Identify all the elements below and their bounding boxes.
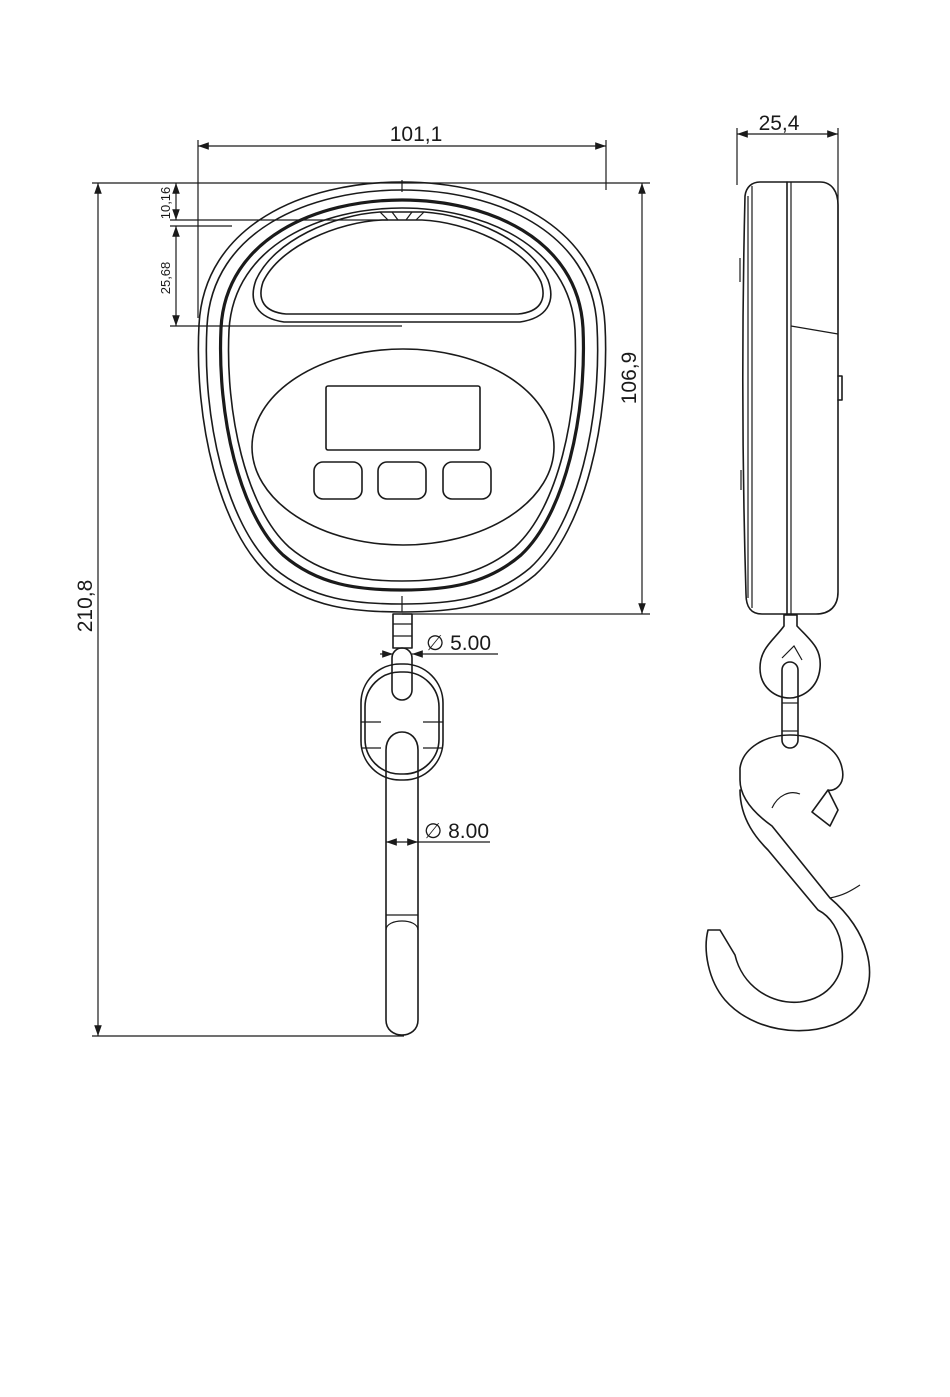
lcd-screen [326, 386, 480, 450]
dim-width-front: 101,1 [390, 123, 443, 146]
dim-width-side: 25,4 [759, 112, 800, 135]
side-view [706, 182, 869, 1031]
dim-height-body: 106,9 [618, 352, 641, 405]
handle-cutout [253, 212, 551, 322]
display-panel [252, 349, 554, 545]
button-center [378, 462, 426, 499]
dim-diameter-large: ∅ 8.00 [424, 820, 489, 843]
hook-stem [393, 614, 412, 648]
side-hook [706, 735, 869, 1031]
hook-shank [386, 732, 418, 1035]
dimension-lines: 101,1 25,4 106,9 210,8 10,16 25,68 ∅ 5.0… [74, 112, 838, 1036]
dim-top-offset: 10,16 [158, 187, 173, 220]
button-right [443, 462, 491, 499]
side-bracket [760, 615, 820, 698]
front-view [198, 180, 605, 1035]
button-left [314, 462, 362, 499]
dim-handle-height: 25,68 [158, 262, 173, 295]
dim-height-total: 210,8 [74, 580, 97, 633]
dim-diameter-small: ∅ 5.00 [426, 632, 491, 655]
